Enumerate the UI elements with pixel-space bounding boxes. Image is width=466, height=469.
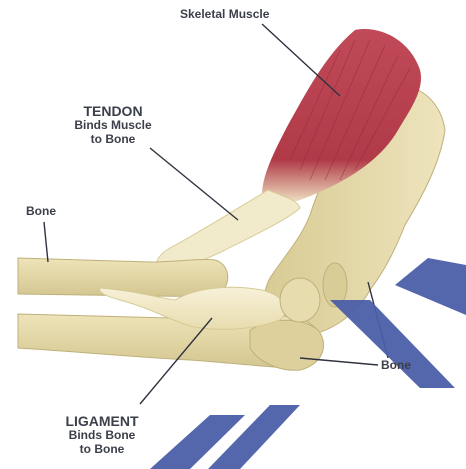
ligament-title: LIGAMENT: [65, 413, 138, 429]
tendon: [156, 190, 300, 272]
bone-label-right: Bone: [381, 359, 411, 372]
ligament-desc-line1: Binds Bone: [52, 429, 152, 442]
tendon-desc-line2: to Bone: [58, 133, 168, 146]
leader-tendon: [150, 148, 238, 220]
ligament-desc-line2: to Bone: [52, 443, 152, 456]
leader-bone-left: [44, 222, 48, 262]
bone-label-left: Bone: [26, 205, 56, 218]
tendon-title: TENDON: [83, 103, 142, 119]
tendon-desc-line1: Binds Muscle: [58, 119, 168, 132]
tendon-label: TENDON Binds Muscle to Bone: [58, 104, 168, 146]
ligament-label: LIGAMENT Binds Bone to Bone: [52, 414, 152, 456]
joint-condyle: [280, 278, 320, 322]
skeletal-muscle-label: Skeletal Muscle: [180, 8, 269, 21]
